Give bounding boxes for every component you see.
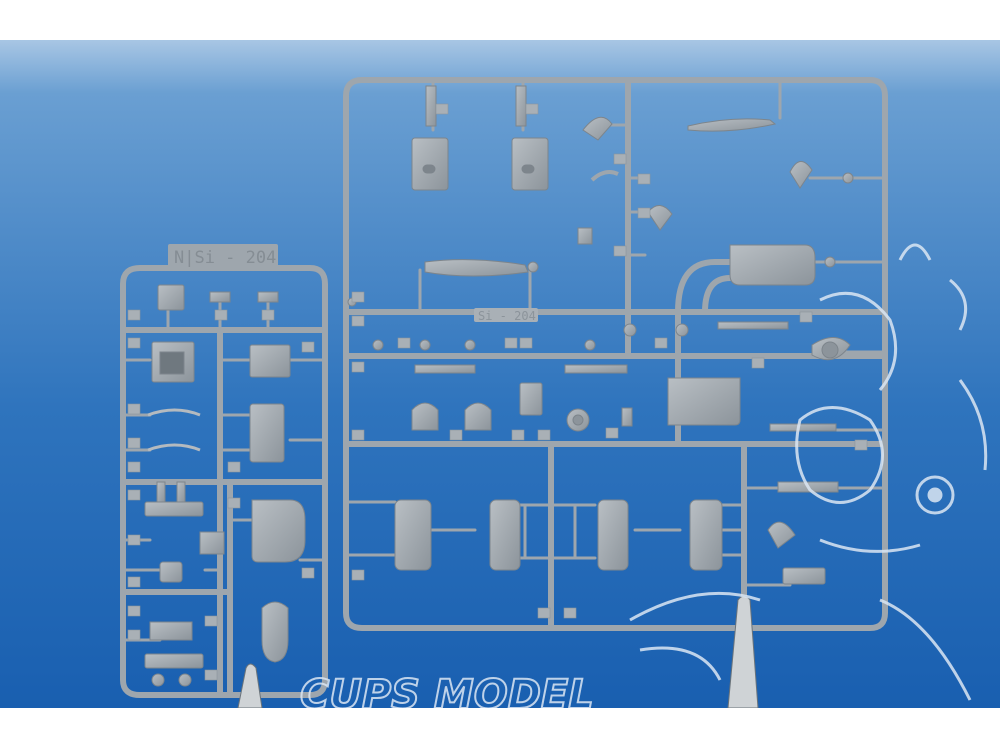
- sprue-left-parts: [144, 284, 306, 687]
- svg-text:Si - 204: Si - 204: [478, 309, 536, 323]
- sprue-right-number-tags: [351, 103, 868, 619]
- sprue-left-number-tags: [127, 309, 315, 681]
- svg-text:N|Si - 204: N|Si - 204: [174, 248, 276, 268]
- watermark: CUPS MODEL: [299, 243, 988, 708]
- sprue-right-parts: [347, 85, 854, 585]
- sprue-clips: [237, 595, 759, 708]
- sprue-right-tag: Si - 204: [474, 308, 538, 323]
- sprue-left-tag: N|Si - 204: [168, 244, 278, 268]
- svg-text:CUPS MODEL: CUPS MODEL: [300, 672, 594, 708]
- model-kit-sprues-photo: N|Si - 204: [0, 40, 1000, 708]
- blue-background: [0, 40, 1000, 708]
